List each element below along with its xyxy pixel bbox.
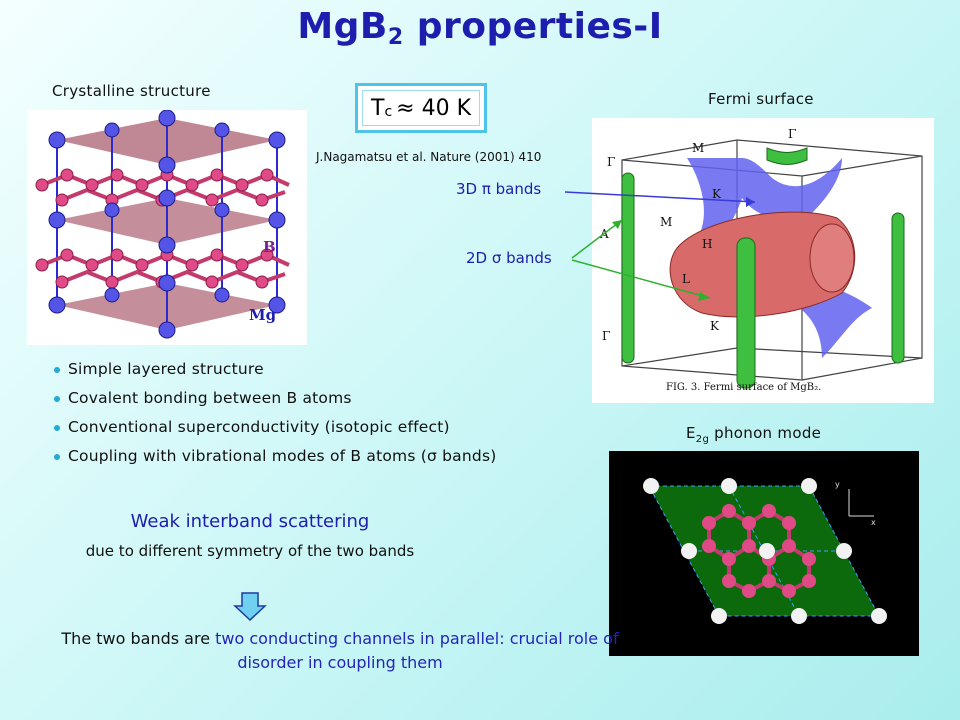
- phonon-mode-label: E2g phonon mode: [686, 424, 822, 445]
- phonon-mode-figure: y x: [609, 451, 919, 656]
- scattering-headline: Weak interband scattering: [130, 511, 370, 532]
- magnesium-label: Mg: [249, 306, 277, 324]
- slide-title: MgB2 properties-I: [297, 6, 663, 50]
- phonon-lattice-diagram: y x: [643, 478, 887, 624]
- reference-citation: J.Nagamatsu et al. Nature (2001) 410: [316, 150, 542, 164]
- fermi-point-l: L: [682, 272, 690, 286]
- bullet-item: Covalent bonding between B atoms: [52, 389, 496, 418]
- down-arrow-icon: [233, 592, 267, 622]
- bullet-item: Coupling with vibrational modes of B ato…: [52, 447, 496, 476]
- scattering-detail: due to different symmetry of the two ban…: [85, 542, 415, 560]
- boron-label: B: [263, 238, 276, 256]
- band-pointer-arrows: [564, 191, 756, 301]
- sigma-band-label: 2D σ bands: [466, 249, 552, 267]
- fermi-point-m-2: M: [660, 215, 672, 229]
- fermi-point-k-1: K: [712, 187, 722, 201]
- crystal-structure-figure: B Mg: [27, 109, 307, 345]
- crystal-lattice-diagram: B Mg: [35, 109, 290, 339]
- fermi-surface-figure: Γ M Γ K M A H L Γ K FIG. 3. Fermi surfac…: [592, 118, 934, 403]
- crystal-structure-label: Crystalline structure: [52, 82, 211, 100]
- property-bullet-list: Simple layered structure Covalent bondin…: [52, 360, 496, 476]
- bullet-item: Simple layered structure: [52, 360, 496, 389]
- fermi-point-k-2: K: [710, 319, 720, 333]
- bullet-item: Conventional superconductivity (isotopic…: [52, 418, 496, 447]
- fermi-point-gamma-3: Γ: [602, 329, 610, 343]
- pi-band-label: 3D π bands: [456, 180, 542, 198]
- fermi-point-gamma-1: Γ: [607, 155, 615, 169]
- fermi-figure-caption: FIG. 3. Fermi surface of MgB₂.: [666, 382, 821, 393]
- fermi-point-h: H: [702, 237, 712, 251]
- fermi-point-gamma-2: Γ: [788, 127, 796, 141]
- conclusion-text: The two bands are two conducting channel…: [61, 629, 619, 672]
- fermi-surface-label: Fermi surface: [708, 90, 814, 108]
- fermi-surface-diagram: Γ M Γ K M A H L Γ K FIG. 3. Fermi surfac…: [599, 127, 923, 393]
- axis-x-label: x: [871, 518, 876, 527]
- fermi-point-m-1: M: [692, 141, 704, 155]
- axis-y-label: y: [835, 480, 840, 489]
